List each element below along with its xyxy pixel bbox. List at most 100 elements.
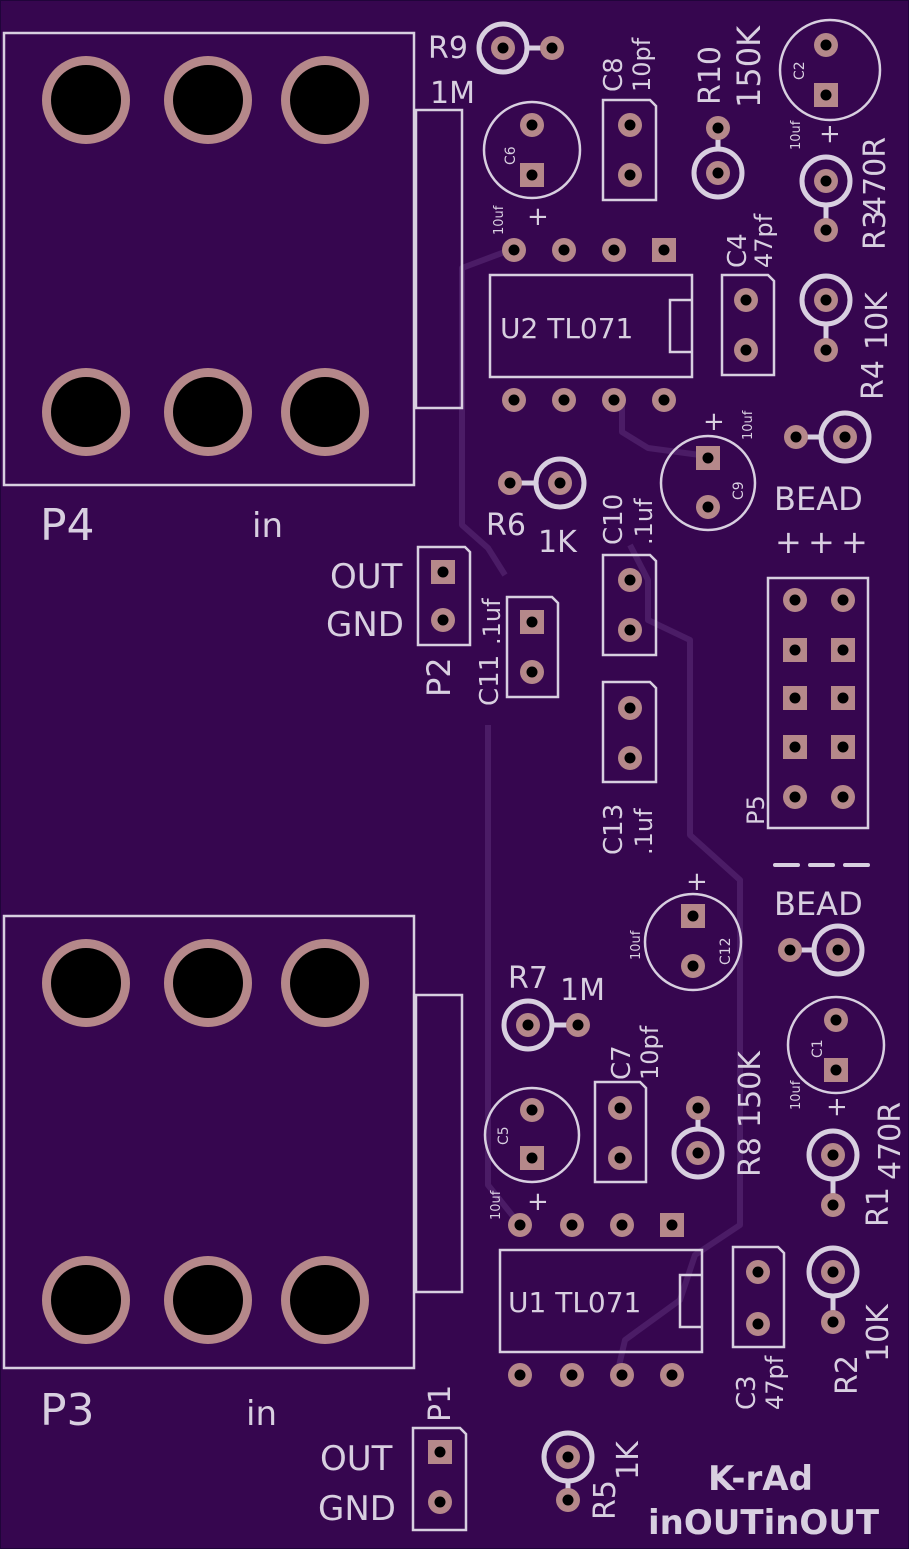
drill-hole: [437, 566, 449, 578]
hole: [173, 377, 243, 447]
drill-hole: [434, 1446, 446, 1458]
header-p1-outline: [411, 1426, 468, 1532]
cap-c6-outline: [482, 100, 582, 200]
connector-pads: [42, 56, 369, 1344]
ic-u2-notch: [668, 298, 692, 354]
label-p3: P3: [40, 1385, 95, 1436]
drill-hole: [558, 244, 570, 256]
drill-hole: [789, 791, 801, 803]
drill-hole: [526, 169, 538, 181]
label-r2-value: 10K: [861, 1303, 896, 1362]
drill-hole: [827, 1266, 839, 1278]
drill-hole: [554, 477, 566, 489]
label-p4-in: in: [252, 506, 283, 546]
label-c8-value: 10pf: [628, 37, 656, 92]
cap-c2-outline: [778, 18, 882, 122]
drill-hole: [827, 1199, 839, 1211]
drill-hole: [572, 1019, 584, 1031]
label-c4: C4: [723, 233, 753, 268]
label-r5-value: 1K: [611, 1440, 646, 1480]
hole: [290, 377, 360, 447]
polarity-mark-c2: +: [815, 123, 845, 145]
drill-hole: [740, 344, 752, 356]
drill-hole: [692, 1147, 704, 1159]
traces: [459, 247, 743, 1371]
bead-plus-2: +: [808, 523, 835, 561]
drill-hole: [526, 1152, 538, 1164]
drill-hole: [504, 477, 516, 489]
label-bead-bottom: BEAD: [774, 885, 863, 923]
drill-hole: [437, 614, 449, 626]
drill-hole: [508, 394, 520, 406]
drill-hole: [752, 1266, 764, 1278]
label-c1-value: 10uf: [789, 1080, 804, 1110]
label-r1: R1: [861, 1187, 896, 1227]
label-c7-value: 10pf: [636, 1025, 664, 1080]
credit-line-1: K-rAd: [708, 1459, 813, 1499]
label-r7: R7: [508, 961, 548, 996]
drill-hole: [616, 1369, 628, 1381]
label-c2: C2: [792, 61, 808, 80]
drill-hole: [687, 960, 699, 972]
connector-p4-tab: [414, 108, 464, 410]
drill-hole: [614, 1152, 626, 1164]
label-c9-value: 10uf: [741, 410, 756, 440]
drill-hole: [608, 244, 620, 256]
drill-hole: [712, 167, 724, 179]
drill-hole: [666, 1219, 678, 1231]
ic-u2-outline: [488, 273, 694, 379]
drill-hole: [562, 1494, 574, 1506]
hole: [290, 65, 360, 135]
cap-c10-outline: [601, 553, 658, 657]
label-c10-value: .1uf: [630, 498, 658, 545]
label-c9: C9: [731, 481, 747, 500]
hole: [51, 65, 121, 135]
label-p1-gnd: GND: [318, 1489, 396, 1529]
drill-hole: [624, 752, 636, 764]
drill-hole: [566, 1219, 578, 1231]
drill-hole: [820, 39, 832, 51]
bead-plus-1: +: [775, 523, 802, 561]
label-p2-out: OUT: [330, 557, 403, 597]
polarity-mark-c1: +: [822, 1096, 852, 1118]
cap-c13-outline: [601, 680, 658, 784]
drill-hole: [434, 1496, 446, 1508]
cap-c1-outline: [786, 995, 886, 1095]
label-c13: C13: [599, 804, 629, 855]
drill-hole: [624, 119, 636, 131]
label-c11: C11: [475, 655, 505, 706]
drill-hole: [614, 1102, 626, 1114]
label-r4-value: 10K: [860, 291, 895, 350]
drill-hole: [789, 644, 801, 656]
drill-hole: [508, 244, 520, 256]
label-c13-value: .1uf: [630, 808, 658, 855]
ic-u1-notch: [678, 1273, 702, 1329]
label-c6: C6: [503, 146, 519, 165]
label-c1: C1: [810, 1039, 826, 1058]
drill-hole: [566, 1369, 578, 1381]
drill-hole: [497, 42, 509, 54]
label-r1-value: 470R: [873, 1102, 908, 1180]
bead-plus-3: +: [841, 523, 868, 561]
label-c11-value: .1uf: [478, 598, 506, 645]
drill-hole: [827, 1149, 839, 1161]
label-c4-value: 47pf: [750, 213, 778, 268]
drill-hole: [789, 594, 801, 606]
label-p1-out: OUT: [320, 1439, 393, 1479]
drill-hole: [608, 394, 620, 406]
drill-hole: [514, 1219, 526, 1231]
drill-hole: [514, 1369, 526, 1381]
drill-hole: [837, 791, 849, 803]
label-r6: R6: [486, 508, 526, 543]
cap-c4-outline: [720, 273, 776, 377]
label-r3: R3: [858, 210, 893, 250]
drill-hole: [692, 1102, 704, 1114]
drill-hole: [526, 616, 538, 628]
hole: [173, 65, 243, 135]
drill-hole: [522, 1019, 534, 1031]
hole: [51, 377, 121, 447]
drill-hole: [820, 175, 832, 187]
cap-c8-outline: [601, 98, 658, 202]
drill-hole: [526, 1104, 538, 1116]
